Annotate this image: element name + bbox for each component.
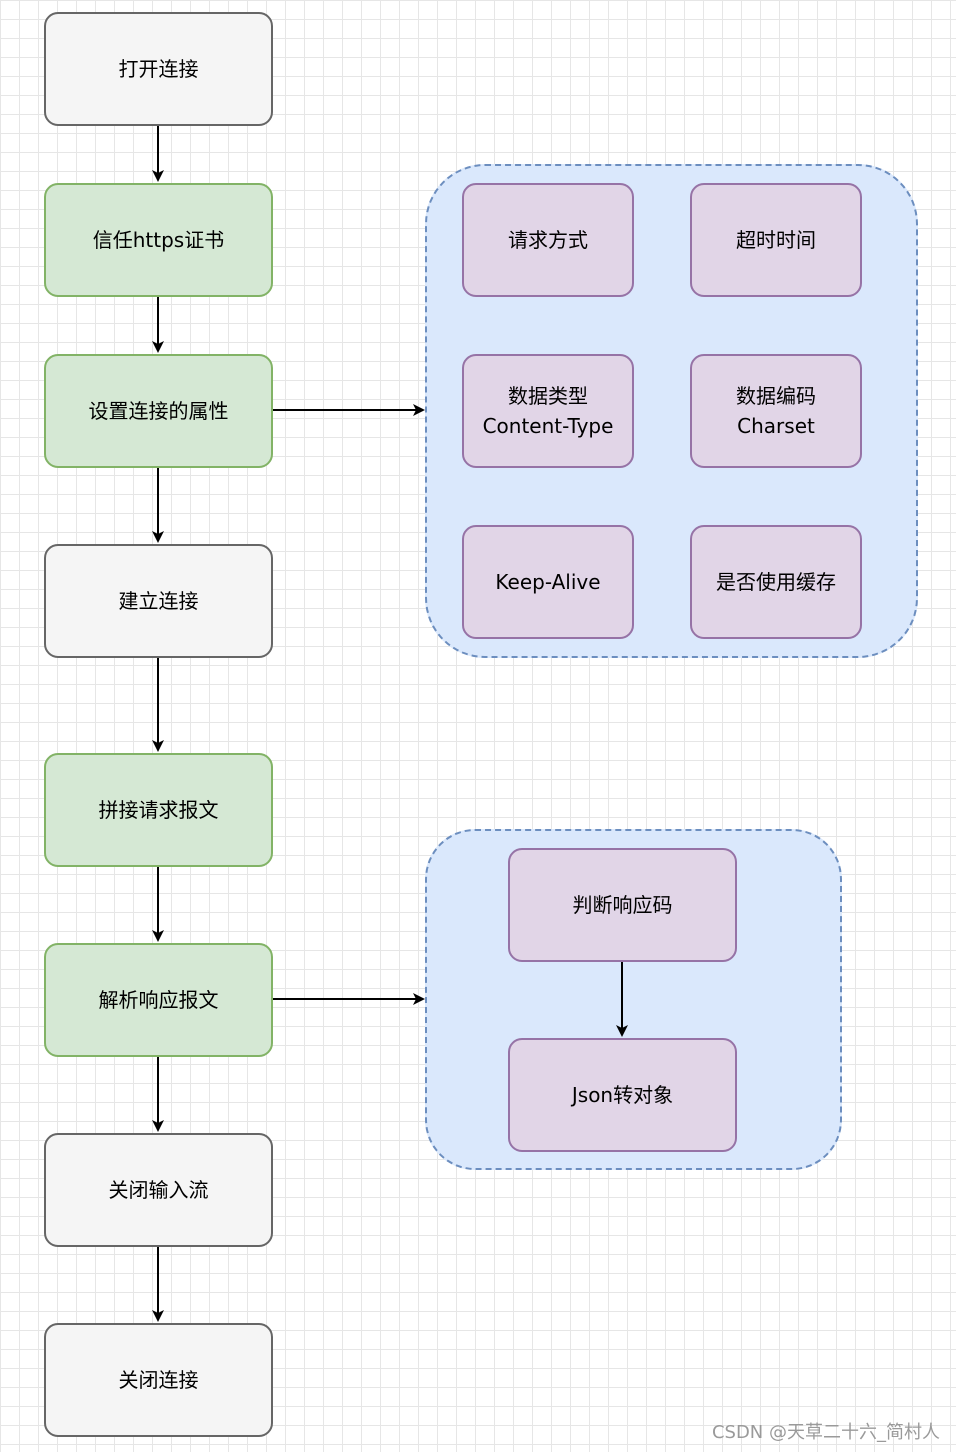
- content-type-label: Content-Type: [482, 414, 614, 438]
- request-method-node: 请求方式: [462, 183, 634, 297]
- trust-https-cert-label: 信任https证书: [92, 228, 225, 252]
- close-connection-label: 关闭连接: [118, 1368, 199, 1392]
- check-response-code-label: 判断响应码: [572, 893, 673, 917]
- data-type-node: 数据类型 Content-Type: [462, 354, 634, 468]
- parse-response-message-node: 解析响应报文: [44, 943, 273, 1057]
- charset-label: Charset: [737, 414, 815, 438]
- establish-connection-node: 建立连接: [44, 544, 273, 658]
- json-to-object-label: Json转对象: [571, 1083, 674, 1107]
- close-input-stream-node: 关闭输入流: [44, 1133, 273, 1247]
- close-connection-node: 关闭连接: [44, 1323, 273, 1437]
- use-cache-label: 是否使用缓存: [716, 570, 836, 594]
- use-cache-node: 是否使用缓存: [690, 525, 862, 639]
- open-connection-label: 打开连接: [118, 57, 199, 81]
- data-encoding-node: 数据编码 Charset: [690, 354, 862, 468]
- json-to-object-node: Json转对象: [508, 1038, 737, 1152]
- build-request-message-node: 拼接请求报文: [44, 753, 273, 867]
- trust-https-cert-node: 信任https证书: [44, 183, 273, 297]
- data-type-label: 数据类型: [508, 384, 588, 408]
- set-connection-properties-label: 设置连接的属性: [88, 399, 229, 423]
- open-connection-node: 打开连接: [44, 12, 273, 126]
- timeout-node: 超时时间: [690, 183, 862, 297]
- keep-alive-label: Keep-Alive: [495, 570, 601, 594]
- establish-connection-label: 建立连接: [118, 589, 199, 613]
- close-input-stream-label: 关闭输入流: [108, 1178, 209, 1202]
- data-encoding-label: 数据编码: [736, 384, 816, 408]
- timeout-label: 超时时间: [736, 228, 816, 252]
- watermark-text: CSDN @天草二十六_简村人: [711, 1422, 940, 1443]
- request-method-label: 请求方式: [508, 228, 588, 252]
- build-request-message-label: 拼接请求报文: [98, 798, 219, 822]
- parse-response-message-label: 解析响应报文: [98, 988, 219, 1012]
- set-connection-properties-node: 设置连接的属性: [44, 354, 273, 468]
- check-response-code-node: 判断响应码: [508, 848, 737, 962]
- keep-alive-node: Keep-Alive: [462, 525, 634, 639]
